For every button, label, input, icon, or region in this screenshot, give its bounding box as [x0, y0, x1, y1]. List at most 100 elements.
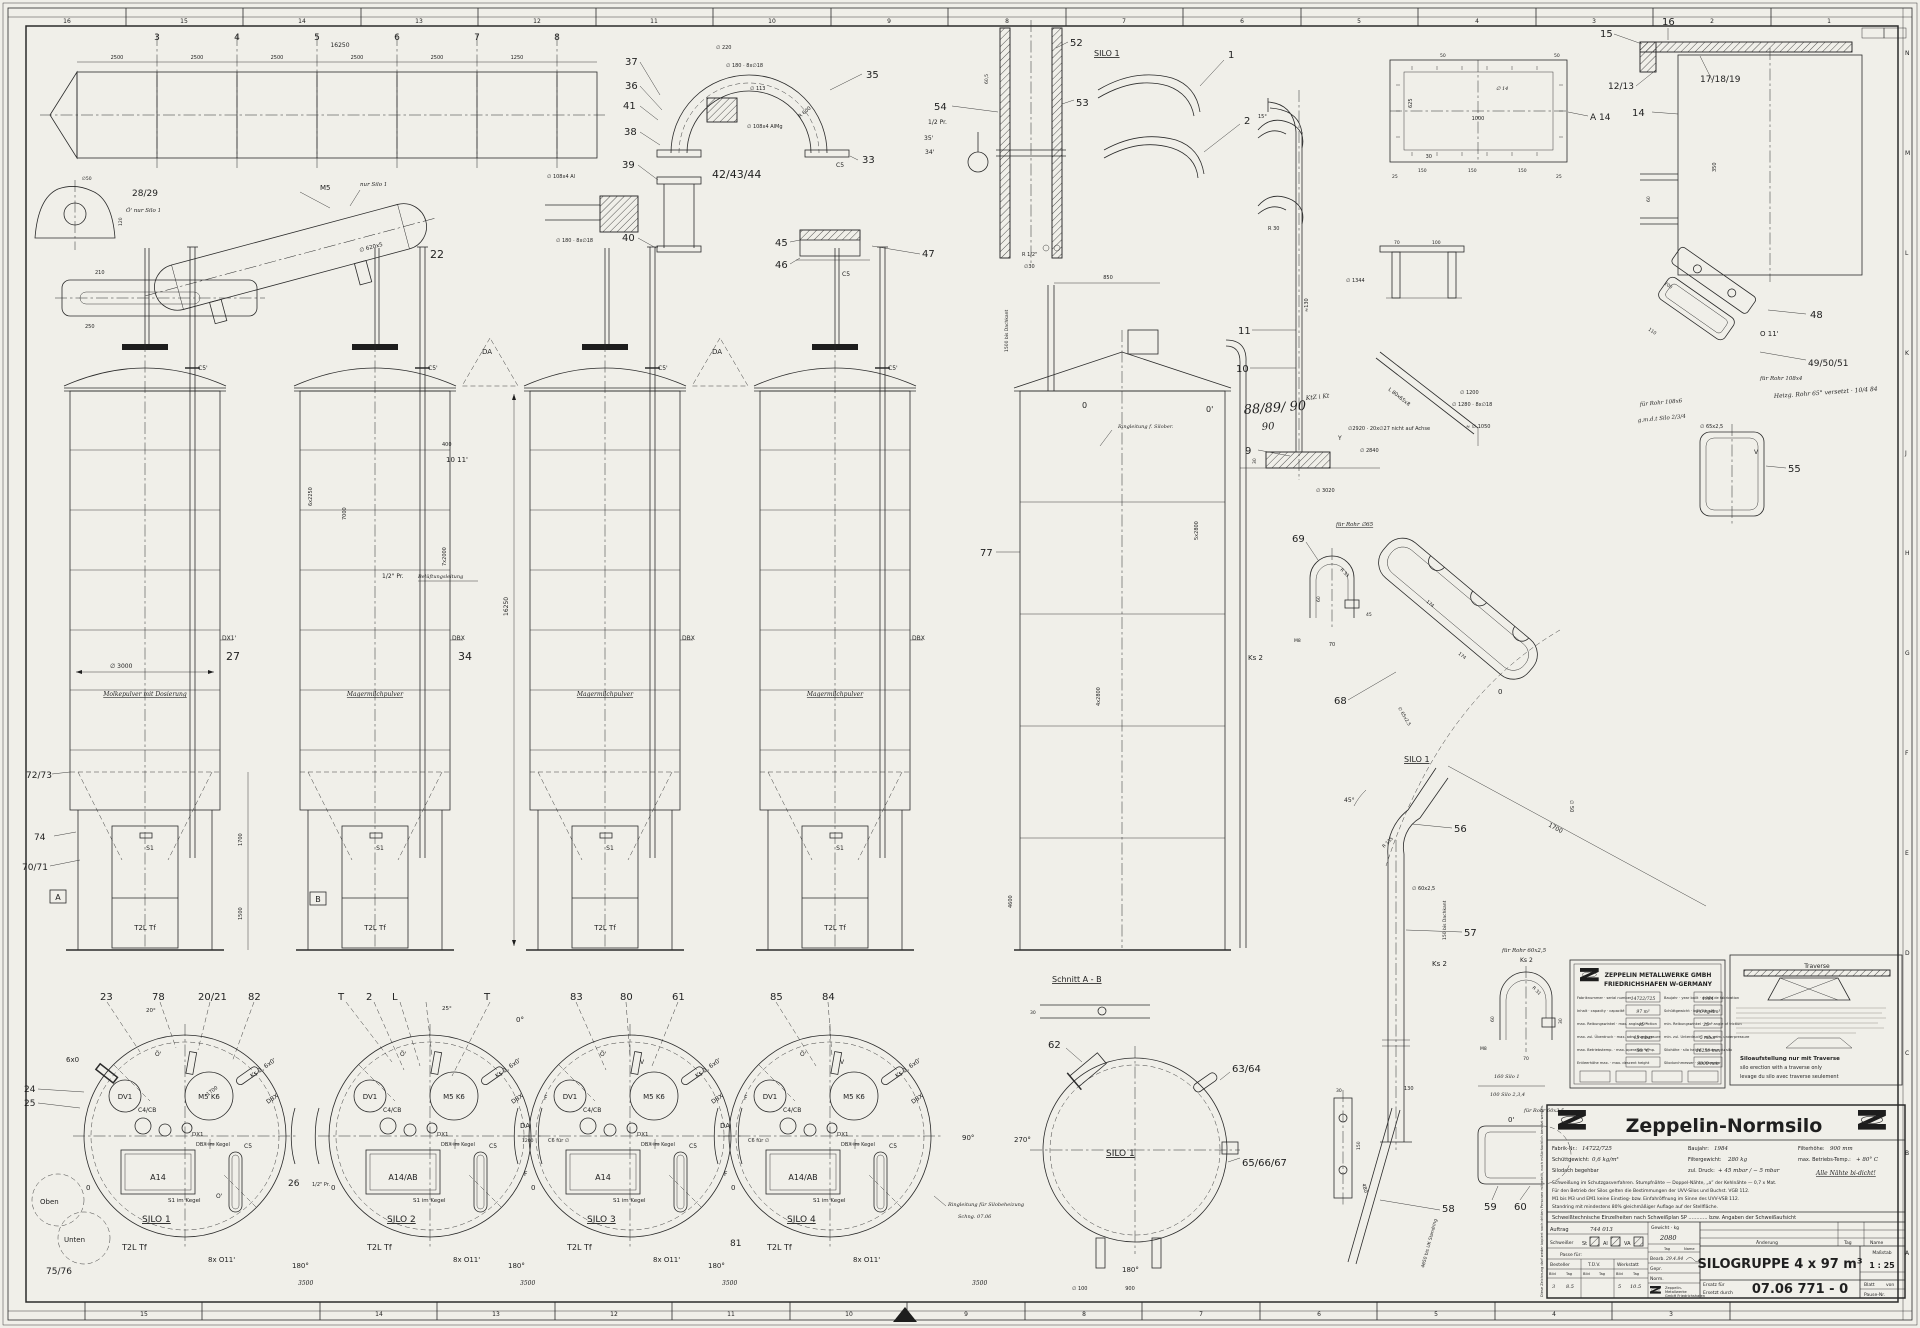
traverse-panel: Traverse Siloaufstellung nur mit Travers… [1729, 954, 1903, 1086]
dim-r30-a: R 30 [1424, 154, 1920, 160]
dim-130: 130 [1404, 1086, 1414, 1092]
dim-1200: ∅ 1200 [1460, 390, 1479, 396]
label-8xo11: 8x O11' [453, 1256, 480, 1264]
callout-52: 52 [1070, 38, 1083, 49]
sub-tag: Tag [1565, 1272, 1572, 1276]
callout-55: 55 [1788, 464, 1801, 475]
label-c5: C5 [489, 1143, 497, 1150]
dim-60: 60 [1316, 596, 1322, 602]
label-8xo11: 8x O11' [853, 1256, 880, 1264]
callout-54: 54 [934, 102, 947, 113]
view-silo-elevations: DA DA C5' C5' C5' C5' DX1' 27 DBX 34 DBX… [22, 246, 925, 951]
ruler-top-6: 6 [1240, 18, 1244, 25]
label-c4cb: C4/CB [383, 1107, 401, 1114]
label-dbx-kegel: DBX im Kegel [641, 1142, 675, 1148]
hand-5: 5 [1618, 1284, 1621, 1290]
label-dx1: DX1 [837, 1132, 849, 1138]
dim-30: 30 [1558, 1018, 1564, 1024]
callout-53: 53 [1076, 98, 1089, 109]
callout-56: 56 [1454, 824, 1467, 835]
label-c6: C6 für ∅ [748, 1138, 769, 1144]
ruler-top-12: 12 [533, 18, 541, 25]
label-passe: Passe für: [1560, 1252, 1582, 1258]
dim-150: 150 [1356, 1141, 1362, 1150]
silo1-plan [72, 1023, 298, 1249]
row-A: A [1905, 1250, 1910, 1257]
np-value: 5 mbar [1700, 1035, 1717, 1041]
field-temp: max. Betriebs-Temp.: [1798, 1157, 1851, 1163]
label-dbx-kegel: DBX im Kegel [841, 1142, 875, 1148]
label-massstab: Maßstab [1872, 1250, 1891, 1256]
mark-0-prime: 0' [1508, 1116, 1514, 1124]
callout-27: 27 [226, 650, 240, 663]
callout-32: T [337, 992, 345, 1003]
np-value: 0,6 kg/dm³ [1696, 1009, 1721, 1015]
np-label: Inhalt · capacity · capacité [1577, 1009, 1625, 1013]
drawing-title-cell: SILOGRUPPE 4 x 97 m³ Maßstab 1 : 25 Ersa… [1697, 1246, 1905, 1298]
dim-2920: ∅2920 · 20x∅27 nicht auf Achse [1348, 426, 1430, 432]
np-value: 45 mbar [1632, 1035, 1653, 1041]
sub-bild: Bild [1549, 1272, 1556, 1276]
ruler-right: N M L K J H G F E D C B A [1902, 8, 1910, 1320]
plan-connecting-ducts: F F F F DA 1200 C6 für ∅ DA C6 für ∅ 26 … [288, 1095, 769, 1189]
dim-0deg: 0° [516, 1016, 524, 1024]
mark-0: 0 [1082, 401, 1087, 410]
dim-1700-diag: 1700 [1547, 822, 1564, 836]
np-value: 16250 mm [1696, 1048, 1720, 1054]
field-druck: zul. Druck: [1688, 1168, 1715, 1174]
np-value: 1984 [1702, 996, 1714, 1002]
sub-tag: Tag [1598, 1272, 1605, 1276]
callout-1: 1 [1228, 50, 1234, 61]
np-label: max. zul. Überdruck · max. adm. overpres… [1577, 1034, 1661, 1039]
callout-63-64: 63/64 [1232, 1064, 1261, 1075]
label-c5: C5 [244, 1143, 252, 1150]
silo1-plan-labels: Ö' DV1 C4/CB M5 K6 DX1 Ks 2, 6x0' DBX DB… [24, 1051, 280, 1277]
label-a14: A14 [150, 1173, 166, 1182]
dim-1344: ∅ 1344 [1346, 278, 1365, 284]
handnote-ktz: KtZ i Kt [1304, 392, 1330, 402]
dim-100-silo234: 100 Silo 2,3,4 [1490, 1092, 1525, 1098]
callout-31: L [392, 992, 398, 1003]
dim-45deg: 45° [1344, 797, 1355, 804]
np-value: 97 m³ [1636, 1009, 1649, 1015]
silo3-plan [517, 1023, 743, 1249]
label-bearb: Bearb. [1650, 1256, 1665, 1262]
callout-33: 33 [862, 155, 875, 166]
ruler-bot-13: 13 [492, 1311, 500, 1318]
dim-15deg: 15° [1258, 114, 1267, 120]
label-m5k6: M5 K6 [843, 1093, 865, 1101]
dim-250: 250 [85, 324, 95, 330]
np-label: Baujahr · year built · année de fabricat… [1664, 996, 1739, 1000]
dim-1500: 1500 [238, 907, 244, 920]
ruler-bot-14: 14 [375, 1311, 383, 1318]
callout-34: 34 [458, 650, 472, 663]
callout-33: T [483, 992, 491, 1003]
label-oe: Ö' [400, 1051, 407, 1058]
callout-41: 41 [623, 101, 636, 112]
dim-hole-14: ∅ 14 [1496, 86, 1508, 92]
dim-90deg: 90° [962, 1134, 974, 1142]
detail-55: 55 V ∅ 65x2,5 [1699, 424, 1801, 524]
detail-a14-frame: A 14 ∅ 14 1000 625 50 50 150 150 150 25 … [1389, 53, 1611, 180]
dim-180deg: 180° [1122, 1266, 1139, 1274]
label-dx1: DX1 [192, 1132, 204, 1138]
ruler-top-10: 10 [768, 18, 776, 25]
detail-roof-ring: 70 100 ∅ 1344 L 80x65x8 ∅ 1200 ∅ 1280 · … [1346, 240, 1492, 446]
dim-hole: ∅50 [82, 176, 92, 182]
callout-84: 84 [822, 992, 835, 1003]
callout-74: 74 [34, 833, 46, 843]
label-c5-flange: C5 [836, 162, 844, 169]
label-s1-box1: S1 [146, 845, 154, 852]
product-silo3: Magermilchpulver [576, 691, 634, 698]
label-dbx-s3: DBX [682, 635, 695, 642]
silo2-plan [317, 1023, 543, 1249]
ruler-bottom: 15 14 13 12 11 10 9 8 7 6 5 4 3 [8, 1302, 1912, 1320]
dim-m8: M8 [1294, 638, 1301, 644]
value-massstab: 1 : 25 [1869, 1261, 1895, 1270]
dim-4600: 4600 [1008, 895, 1014, 908]
label-dx1: DX1 [437, 1132, 449, 1138]
detail-59-60-channel: 0' für Rohr 60x2,5 160 Silo 1 100 Silo 2… [1477, 1074, 1572, 1213]
np-label: Entleerhöhe max. · max. descent height [1577, 1061, 1650, 1065]
ruler-top-9: 9 [887, 18, 891, 25]
dim-segment: 2500 [431, 55, 444, 61]
